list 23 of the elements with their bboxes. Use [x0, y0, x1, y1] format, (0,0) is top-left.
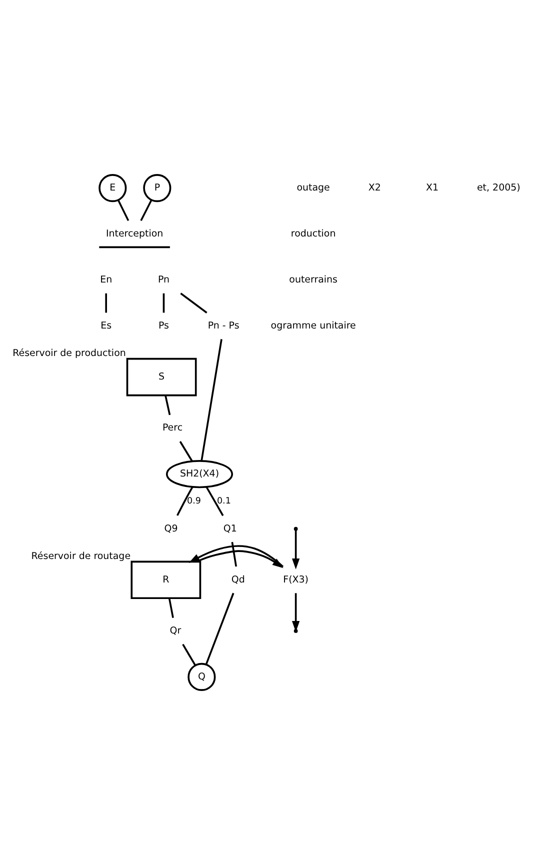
node-text: Pn - Ps — [208, 320, 240, 331]
node-label: Réservoir de routage — [31, 550, 131, 562]
node-label: Réservoir de production — [12, 348, 126, 359]
label: X1 — [426, 182, 439, 194]
node-text: Ps — [158, 320, 169, 331]
label: et, 2005) — [476, 182, 520, 194]
label: ogramme unitaire — [270, 320, 356, 331]
node-text: F(X3) — [283, 574, 308, 585]
label: outerrains — [289, 274, 338, 285]
node-text: Qr — [170, 624, 182, 636]
edge-label: 0.1 — [216, 496, 231, 506]
node-text: Qd — [231, 574, 245, 585]
node-text: Interception — [106, 228, 164, 240]
node-text: Q1 — [223, 522, 237, 534]
label: outage — [296, 182, 330, 194]
node-text: Q9 — [164, 522, 178, 534]
node-text: Pn — [158, 274, 170, 285]
node-text: Es — [100, 320, 112, 331]
node-text: Perc — [162, 422, 183, 434]
edge-label: 0.9 — [187, 496, 201, 506]
node-text: En — [100, 274, 112, 285]
label: X2 — [368, 182, 381, 194]
label: roduction — [290, 228, 336, 240]
